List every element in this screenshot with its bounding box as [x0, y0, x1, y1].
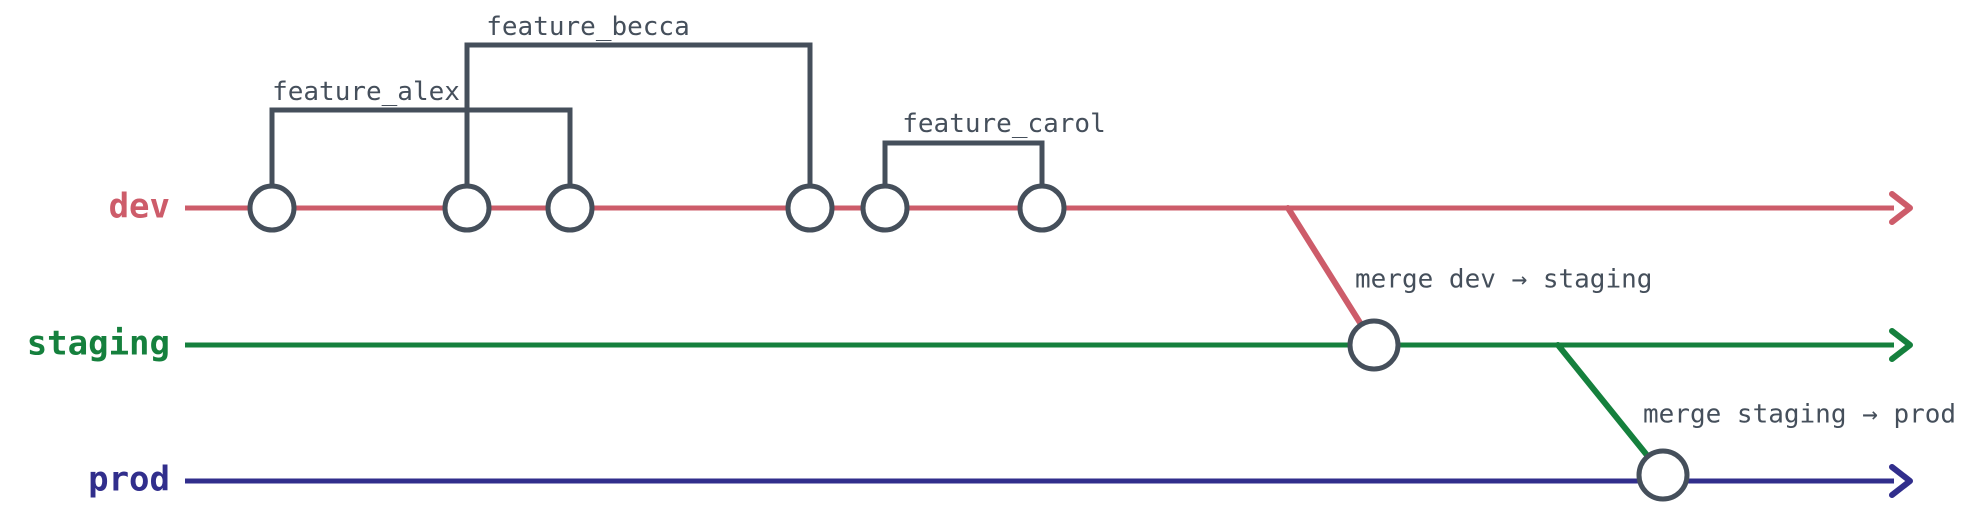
branch-prod[interactable]: prod: [88, 460, 1913, 500]
feature-label-alex: feature_alex: [272, 77, 460, 107]
feature-label-becca: feature_becca: [486, 12, 690, 42]
branch-arrowhead-staging: [1889, 327, 1913, 363]
branch-arrowhead-prod: [1889, 463, 1913, 499]
merge-label-staging-prod: merge staging → prod: [1643, 400, 1956, 430]
branch-lines-group: dev staging prod: [27, 187, 1913, 500]
merge-connectors-group: merge dev → staging merge staging → prod: [1285, 205, 1956, 478]
branch-arrowhead-dev: [1889, 190, 1913, 226]
branch-label-dev: dev: [109, 187, 170, 227]
commit-node[interactable]: [1636, 448, 1690, 502]
branch-label-staging: staging: [27, 324, 170, 364]
branch-staging[interactable]: staging: [27, 324, 1913, 364]
commit-nodes-group: [247, 183, 1690, 502]
commit-node[interactable]: [1347, 318, 1401, 372]
branch-dev[interactable]: dev: [109, 187, 1913, 227]
feature-brackets-group: feature_alex feature_becca feature_carol: [269, 12, 1106, 186]
feature-bracket-alex[interactable]: feature_alex: [269, 77, 573, 186]
bracket-path-feature-carol: [882, 140, 1045, 186]
bracket-path-feature-alex: [269, 107, 573, 186]
commit-node[interactable]: [860, 183, 910, 233]
merge-staging-to-prod[interactable]: merge staging → prod: [1555, 342, 1956, 478]
bracket-path-feature-becca: [464, 42, 813, 186]
commit-node[interactable]: [785, 183, 835, 233]
commit-node[interactable]: [1017, 183, 1067, 233]
merge-line-staging-prod: [1555, 342, 1666, 478]
commit-node[interactable]: [247, 183, 297, 233]
merge-line-dev-staging: [1285, 205, 1377, 348]
feature-bracket-carol[interactable]: feature_carol: [882, 109, 1106, 186]
merge-dev-to-staging[interactable]: merge dev → staging: [1285, 205, 1652, 348]
commit-node[interactable]: [442, 183, 492, 233]
branch-label-prod: prod: [88, 460, 170, 500]
merge-label-dev-staging: merge dev → staging: [1355, 265, 1652, 295]
commit-node[interactable]: [545, 183, 595, 233]
feature-bracket-becca[interactable]: feature_becca: [464, 12, 813, 186]
feature-label-carol: feature_carol: [902, 109, 1106, 139]
